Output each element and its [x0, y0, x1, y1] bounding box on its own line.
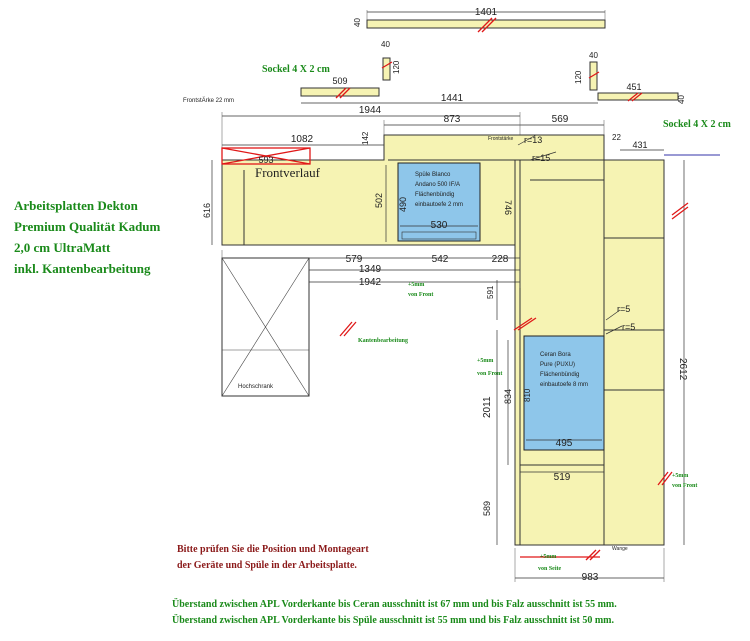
dim-1944: 1944 — [359, 105, 382, 116]
plus5-front-1b: von Front — [408, 292, 433, 298]
plus5-front-3a: +5mm — [672, 473, 688, 479]
dim-530: 530 — [431, 220, 448, 231]
dim-834: 834 — [503, 389, 513, 404]
dim-542: 542 — [432, 254, 449, 265]
check-note-line-1: Bitte prüfen Sie die Position und Montag… — [177, 544, 369, 555]
sink-label-3: Flächenbündig — [415, 192, 454, 198]
sink-rect — [397, 162, 481, 242]
dim-40a: 40 — [353, 18, 362, 27]
plus5-seite-b: von Seite — [538, 566, 562, 572]
hochschrank: Hochschrank — [221, 257, 310, 397]
dim-120: 120 — [392, 60, 401, 74]
dim-22: 22 — [612, 133, 621, 142]
dim-120b: 120 — [574, 70, 583, 84]
dim-589: 589 — [482, 501, 492, 516]
dim-502: 502 — [374, 193, 384, 208]
dim-2612: 2612 — [677, 358, 688, 381]
dim-616: 616 — [202, 203, 212, 218]
sink-label-4: einbautoefe 2 mm — [415, 202, 463, 208]
top-dimensions: 1944 873 569 1082 142 22 431 — [221, 105, 720, 156]
dim-490: 490 — [398, 197, 408, 212]
dim-40c: 40 — [589, 51, 598, 60]
dim-142: 142 — [361, 131, 370, 145]
plus5-front-2a: +5mm — [477, 358, 493, 364]
sockel-label-right: Sockel 4 X 2 cm — [663, 119, 731, 130]
sockel-strips: 1401 40 40 120 509 40 120 1441 451 40 — [300, 7, 686, 104]
dim-495: 495 — [556, 438, 573, 449]
dim-983: 983 — [582, 572, 599, 583]
sockel-strip-509 — [300, 87, 380, 97]
plus5-seite-a: +5mm — [540, 554, 556, 560]
dim-873: 873 — [444, 114, 461, 125]
plus5-front-2b: von Front — [477, 371, 502, 377]
overhang-note-line-2: Überstand zwischen APL Vorderkante bis S… — [172, 613, 615, 626]
cooktop-label-1: Ceran Bora — [540, 352, 571, 358]
dim-1349: 1349 — [359, 264, 382, 275]
cooktop-label-3: Flächenbündig — [540, 372, 579, 378]
dim-593-top: 593 — [258, 155, 273, 165]
dim-579: 579 — [346, 254, 363, 265]
sockel-label-left: Sockel 4 X 2 cm — [262, 64, 330, 75]
cooktop-rect — [523, 335, 605, 451]
dim-569: 569 — [552, 114, 569, 125]
front-small-label: Frontstärke — [488, 136, 514, 142]
hochschrank-label: Hochschrank — [238, 384, 274, 390]
dim-1401: 1401 — [475, 7, 498, 18]
dim-746: 746 — [503, 200, 513, 215]
dim-1082: 1082 — [291, 134, 314, 145]
dim-40b: 40 — [381, 40, 390, 49]
dim-509: 509 — [332, 76, 347, 86]
overhang-note-line-1: Überstand zwischen APL Vorderkante bis C… — [172, 597, 617, 610]
cooktop-label-2: Pure (PUXU) — [540, 362, 575, 368]
slab-far-right — [603, 159, 665, 546]
r13-label: r=13 — [524, 135, 542, 145]
r5b-label: r=5 — [622, 322, 635, 332]
sink-label-2: Andano 500 IF/A — [415, 182, 460, 188]
cooktop-cutout: Ceran Bora Pure (PUXU) Flächenbündig ein… — [523, 335, 605, 451]
info-line-2: Premium Qualität Kadum — [14, 219, 161, 234]
info-line-4: inkl. Kantenbearbeitung — [14, 261, 151, 276]
dim-591: 591 — [486, 285, 495, 299]
sink-label-1: Spüle Blanco — [415, 172, 451, 178]
frontverlauf-box: 593 — [221, 147, 311, 165]
cooktop-label-4: einbautoefe 8 mm — [540, 382, 588, 388]
sockel-strip-small-1 — [382, 57, 391, 81]
dim-1942: 1942 — [359, 277, 382, 288]
dim-40d: 40 — [677, 95, 686, 104]
r5a-label: r=5 — [617, 304, 630, 314]
wange-label: Wange — [612, 546, 628, 552]
plus5-front-3b: von Front — [672, 483, 697, 489]
r15-label: r=15 — [532, 153, 550, 163]
check-note-line-2: der Geräte und Spüle in der Arbeitsplatt… — [177, 560, 357, 571]
dim-2011: 2011 — [482, 396, 493, 418]
info-line-1: Arbeitsplatten Dekton — [14, 198, 139, 213]
dim-228: 228 — [492, 254, 509, 265]
dim-431: 431 — [632, 140, 647, 150]
dim-1441: 1441 — [441, 93, 464, 104]
dim-810: 810 — [523, 388, 532, 402]
dim-451: 451 — [626, 82, 641, 92]
plus5-front-1a: +5mm — [408, 282, 424, 288]
sink-cutout: Spüle Blanco Andano 500 IF/A Flächenbünd… — [397, 162, 481, 242]
frontstaerke-label: FrontstÄrke 22 mm — [183, 97, 234, 104]
dim-519: 519 — [554, 472, 571, 483]
kantenbearbeitung-label: Kantenbearbeitung — [358, 338, 408, 344]
frontverlauf-label: Frontverlauf — [255, 165, 321, 180]
info-line-3: 2,0 cm UltraMatt — [14, 240, 111, 255]
